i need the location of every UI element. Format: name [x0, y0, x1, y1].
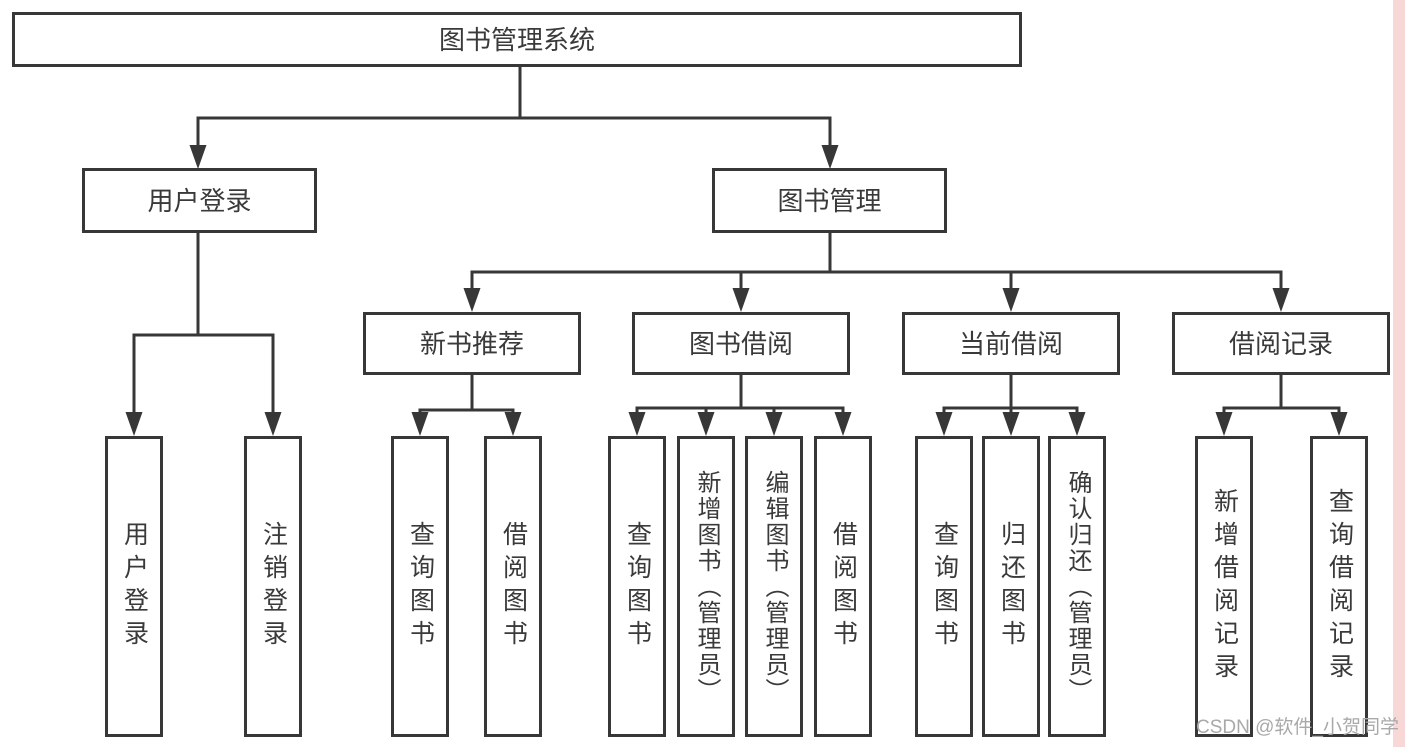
leaf-query-books: 查询图书 — [608, 436, 666, 737]
leaf-edit-books-admin: 编辑图书（管理员） — [745, 436, 803, 737]
node-label: 新增借阅记录 — [1210, 487, 1239, 686]
node-label: 归还图书 — [997, 520, 1026, 653]
node-label: 用户登录 — [147, 185, 252, 216]
leaf-query-books: 查询图书 — [391, 436, 449, 737]
node-label: 新增图书（管理员） — [693, 469, 720, 704]
node-label: 编辑图书（管理员） — [761, 469, 788, 704]
node-label: 当前借阅 — [958, 328, 1063, 359]
node-label: 图书管理系统 — [438, 24, 595, 55]
node-label: 注销登录 — [259, 520, 288, 653]
node-label: 图书管理 — [777, 185, 882, 216]
leaf-confirm-return-admin: 确认归还（管理员） — [1048, 436, 1106, 737]
leaf-add-books-admin: 新增图书（管理员） — [677, 436, 735, 737]
leaf-logout: 注销登录 — [244, 436, 302, 737]
node-user-login: 用户登录 — [82, 168, 317, 233]
leaf-borrow-books: 借阅图书 — [484, 436, 542, 737]
page-edge-strip — [1393, 0, 1405, 747]
leaf-query-borrow-record: 查询借阅记录 — [1310, 436, 1368, 737]
node-book-management: 图书管理 — [712, 168, 947, 233]
node-label: 查询图书 — [406, 520, 435, 653]
leaf-add-borrow-record: 新增借阅记录 — [1195, 436, 1253, 737]
node-label: 新书推荐 — [419, 328, 524, 359]
node-label: 查询借阅记录 — [1325, 487, 1354, 686]
node-current-borrow: 当前借阅 — [902, 312, 1120, 375]
node-label: 确认归还（管理员） — [1064, 469, 1091, 704]
leaf-return-books: 归还图书 — [982, 436, 1040, 737]
node-label: 查询图书 — [623, 520, 652, 653]
node-label: 图书借阅 — [688, 328, 793, 359]
node-label: 用户登录 — [120, 520, 149, 653]
leaf-query-books: 查询图书 — [915, 436, 973, 737]
node-label: 借阅记录 — [1228, 328, 1333, 359]
leaf-borrow-books: 借阅图书 — [814, 436, 872, 737]
node-book-borrow: 图书借阅 — [632, 312, 850, 375]
node-label: 借阅图书 — [829, 520, 858, 653]
node-label: 查询图书 — [930, 520, 959, 653]
node-borrow-record: 借阅记录 — [1172, 312, 1390, 375]
csdn-watermark: CSDN @软件_小贺同学 — [1196, 717, 1399, 739]
leaf-user-login: 用户登录 — [105, 436, 163, 737]
node-library-management-system: 图书管理系统 — [12, 12, 1022, 67]
node-new-book-recommend: 新书推荐 — [363, 312, 581, 375]
node-label: 借阅图书 — [499, 520, 528, 653]
